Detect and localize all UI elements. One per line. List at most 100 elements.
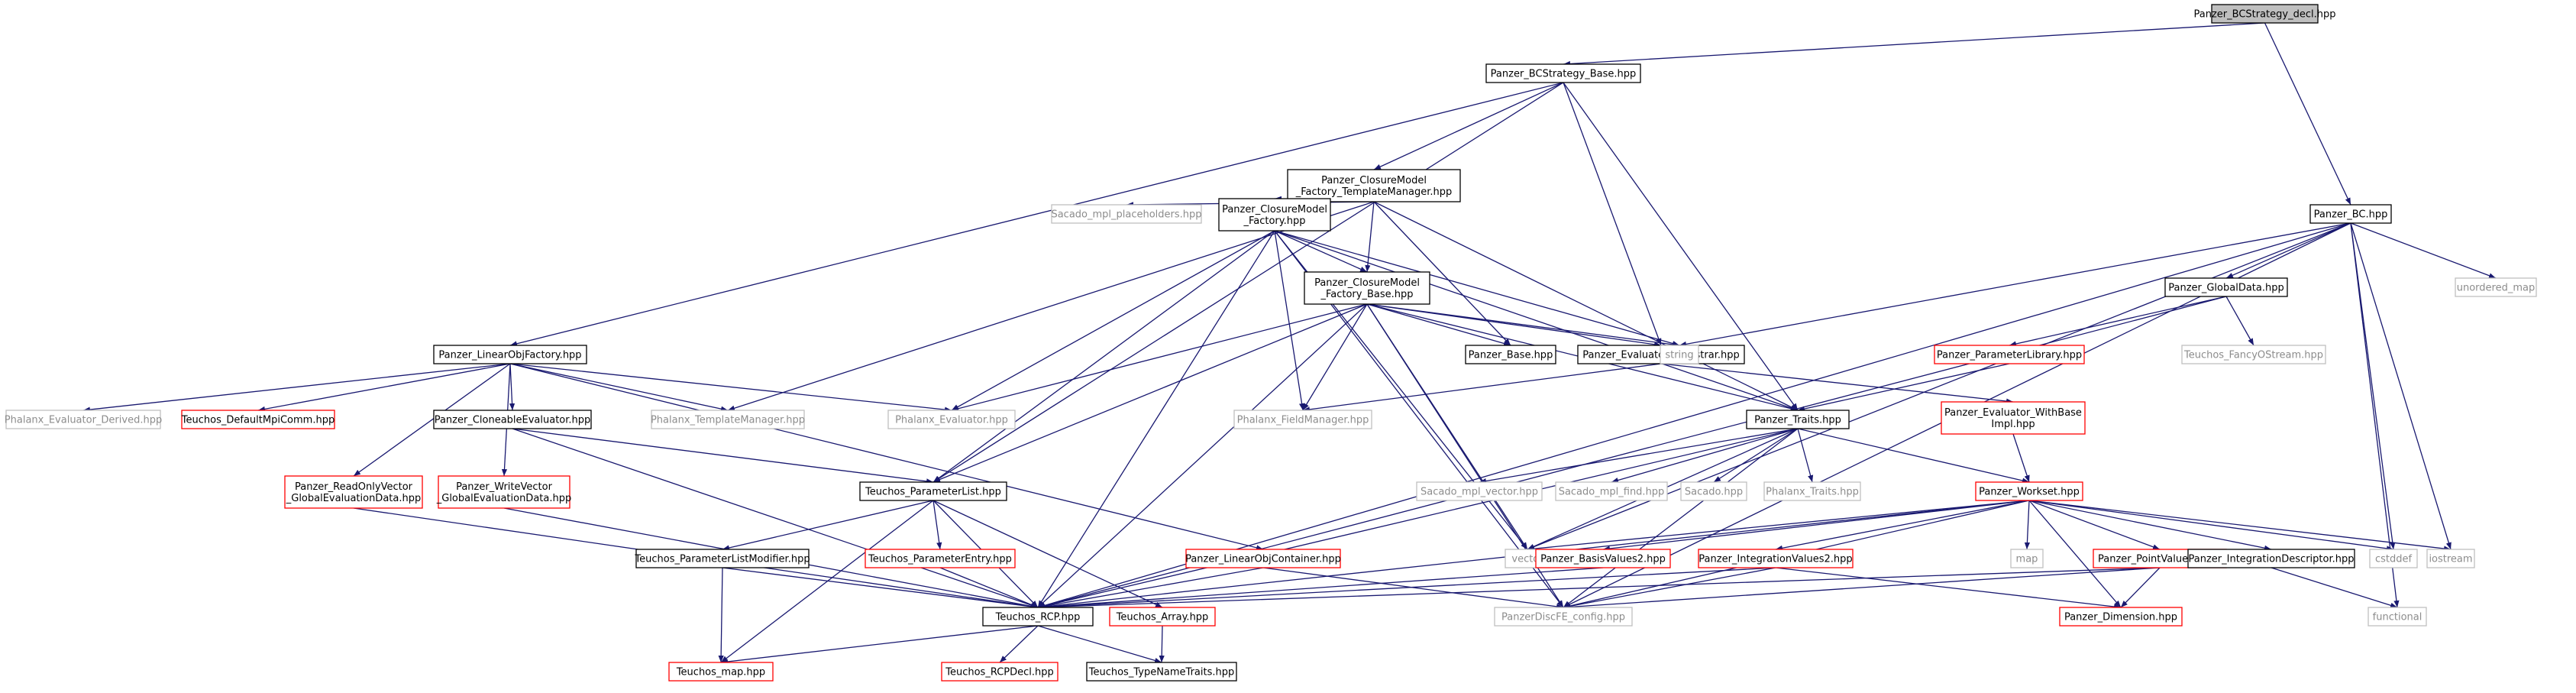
node-n17[interactable]: Panzer_CloneableEvaluator.hpp	[433, 410, 592, 429]
node-n15[interactable]: Phalanx_Evaluator_Derived.hpp	[5, 410, 162, 429]
edge-n33-n42	[722, 567, 1039, 610]
node-n18[interactable]: Phalanx_TemplateManager.hpp	[651, 410, 805, 429]
node-n12[interactable]: string	[1660, 345, 1699, 364]
node-box	[438, 475, 570, 509]
node-box	[1416, 481, 1543, 501]
nodes-layer: Panzer_BCStrategy_decl.hppPanzer_BCStrat…	[5, 4, 2537, 682]
node-n20[interactable]: Phalanx_FieldManager.hpp	[1233, 410, 1372, 429]
node-label: Panzer_Evaluator_WithBase	[1944, 407, 2082, 419]
edge-n4-n19	[509, 363, 952, 413]
node-n49[interactable]: Teuchos_TypeNameTraits.hpp	[1086, 662, 1237, 682]
node-n28[interactable]: Sacado.hpp	[1680, 481, 1747, 501]
node-n37[interactable]: Panzer_IntegrationValues2.hpp	[1698, 549, 1854, 568]
edges-layer	[82, 22, 2497, 665]
edge-n1-n3	[1373, 82, 1564, 170]
edge-n17-n25	[512, 428, 934, 484]
edge-n1-n11	[1563, 82, 1662, 346]
node-box	[1086, 662, 1237, 682]
edge-n30-n31	[1527, 500, 2030, 552]
node-n40[interactable]: cstddef	[2369, 549, 2418, 568]
node-n26[interactable]: Sacado_mpl_vector.hpp	[1416, 481, 1543, 501]
node-n33[interactable]: Teuchos_ParameterListModifier.hpp	[634, 549, 810, 568]
node-n27[interactable]: Sacado_mpl_find.hpp	[1555, 481, 1668, 501]
edge-n37-n42	[1037, 567, 1776, 610]
edge-n4-n18	[509, 363, 729, 412]
edge-n1-n25	[932, 82, 1564, 483]
edge-n21-n26	[1479, 428, 1799, 484]
node-n32[interactable]: map	[2010, 549, 2044, 568]
node-box	[1465, 345, 1556, 364]
node-n23[interactable]: Panzer_ReadOnlyVector_GlobalEvaluationDa…	[284, 475, 423, 509]
node-n29[interactable]: Phalanx_Traits.hpp	[1763, 481, 1861, 501]
node-n36[interactable]: Panzer_BasisValues2.hpp	[1535, 549, 1671, 568]
edge-n2-n12	[1679, 222, 2351, 347]
node-label: _GlobalEvaluationData.hpp	[286, 493, 421, 504]
node-box	[1698, 549, 1854, 568]
node-n5[interactable]: Sacado_mpl_placeholders.hpp	[1051, 204, 1202, 224]
edge-n30-n45	[2028, 500, 2122, 608]
node-n6[interactable]: Panzer_ClosureModel_Factory.hpp	[1218, 198, 1331, 232]
node-n47[interactable]: Teuchos_map.hpp	[668, 662, 774, 682]
node-box	[1746, 410, 1850, 429]
edge-n7-n19	[951, 303, 1368, 412]
node-label: map	[2016, 554, 2038, 565]
node-n13[interactable]: Panzer_ParameterLibrary.hpp	[1934, 345, 2085, 364]
node-box	[1680, 481, 1747, 501]
node-n14[interactable]: Teuchos_FancyOStream.hpp	[2181, 345, 2326, 364]
node-n43[interactable]: Teuchos_Array.hpp	[1109, 607, 1216, 627]
node-n19[interactable]: Phalanx_Evaluator.hpp	[887, 410, 1016, 429]
edge-n39-n46	[2271, 567, 2398, 608]
node-n42[interactable]: Teuchos_RCP.hpp	[982, 607, 1094, 627]
edge-n17-n42	[512, 428, 1039, 608]
node-label: Teuchos_TypeNameTraits.hpp	[1088, 667, 1235, 678]
node-box	[941, 662, 1059, 682]
node-label: Teuchos_ParameterListModifier.hpp	[634, 554, 810, 565]
node-n41[interactable]: iostream	[2426, 549, 2475, 568]
node-n8[interactable]: Panzer_GlobalData.hpp	[2164, 277, 2288, 297]
node-box	[2426, 549, 2475, 568]
node-box	[284, 475, 423, 509]
edge-n4-n16	[257, 363, 511, 412]
node-label: Panzer_BasisValues2.hpp	[1540, 554, 1666, 565]
edge-n34-n42	[939, 567, 1039, 608]
node-label: Teuchos_RCP.hpp	[995, 612, 1081, 623]
node-n44[interactable]: PanzerDiscFE_config.hpp	[1494, 607, 1633, 627]
node-n7[interactable]: Panzer_ClosureModel_Factory_Base.hpp	[1304, 271, 1430, 305]
node-n4[interactable]: Panzer_LinearObjFactory.hpp	[433, 345, 587, 364]
node-box	[1233, 410, 1372, 429]
edge-n6-n20	[1274, 230, 1305, 411]
node-n25[interactable]: Teuchos_ParameterList.hpp	[859, 481, 1007, 501]
edge-n2-n8	[2225, 222, 2351, 279]
edge-n6-n19	[951, 230, 1275, 411]
node-label: cstddef	[2375, 554, 2413, 565]
edge-n42-n49	[1037, 625, 1162, 663]
node-n46[interactable]: functional	[2368, 607, 2427, 627]
edge-n11-n20	[1302, 363, 1662, 413]
node-n10[interactable]: Panzer_Base.hpp	[1465, 345, 1556, 364]
node-n30[interactable]: Panzer_Workset.hpp	[1975, 481, 2083, 501]
node-box	[2309, 204, 2392, 224]
node-n2[interactable]: Panzer_BC.hpp	[2309, 204, 2392, 224]
edge-n1-n21	[1563, 82, 1799, 411]
node-n24[interactable]: Panzer_WriteVector_GlobalEvaluationData.…	[436, 475, 571, 509]
node-n39[interactable]: Panzer_IntegrationDescriptor.hpp	[2187, 549, 2355, 568]
node-label: Panzer_Workset.hpp	[1979, 487, 2080, 498]
node-box	[668, 662, 774, 682]
node-label: Impl.hpp	[1991, 419, 2035, 430]
node-box	[181, 410, 335, 429]
node-n9[interactable]: unordered_map	[2455, 277, 2537, 297]
node-n0[interactable]: Panzer_BCStrategy_decl.hpp	[2194, 4, 2336, 24]
node-label: Sacado_mpl_find.hpp	[1559, 487, 1665, 498]
node-n34[interactable]: Teuchos_ParameterEntry.hpp	[865, 549, 1016, 568]
node-n48[interactable]: Teuchos_RCPDecl.hpp	[941, 662, 1059, 682]
node-n35[interactable]: Panzer_LinearObjContainer.hpp	[1185, 549, 1341, 568]
edge-n3-n21	[1373, 201, 1799, 411]
node-n1[interactable]: Panzer_BCStrategy_Base.hpp	[1485, 63, 1641, 83]
node-n21[interactable]: Panzer_Traits.hpp	[1746, 410, 1850, 429]
node-n16[interactable]: Teuchos_DefaultMpiComm.hpp	[181, 410, 335, 429]
node-box	[1555, 481, 1668, 501]
node-n3[interactable]: Panzer_ClosureModel_Factory_TemplateMana…	[1287, 169, 1461, 202]
node-n45[interactable]: Panzer_Dimension.hpp	[2059, 607, 2183, 627]
